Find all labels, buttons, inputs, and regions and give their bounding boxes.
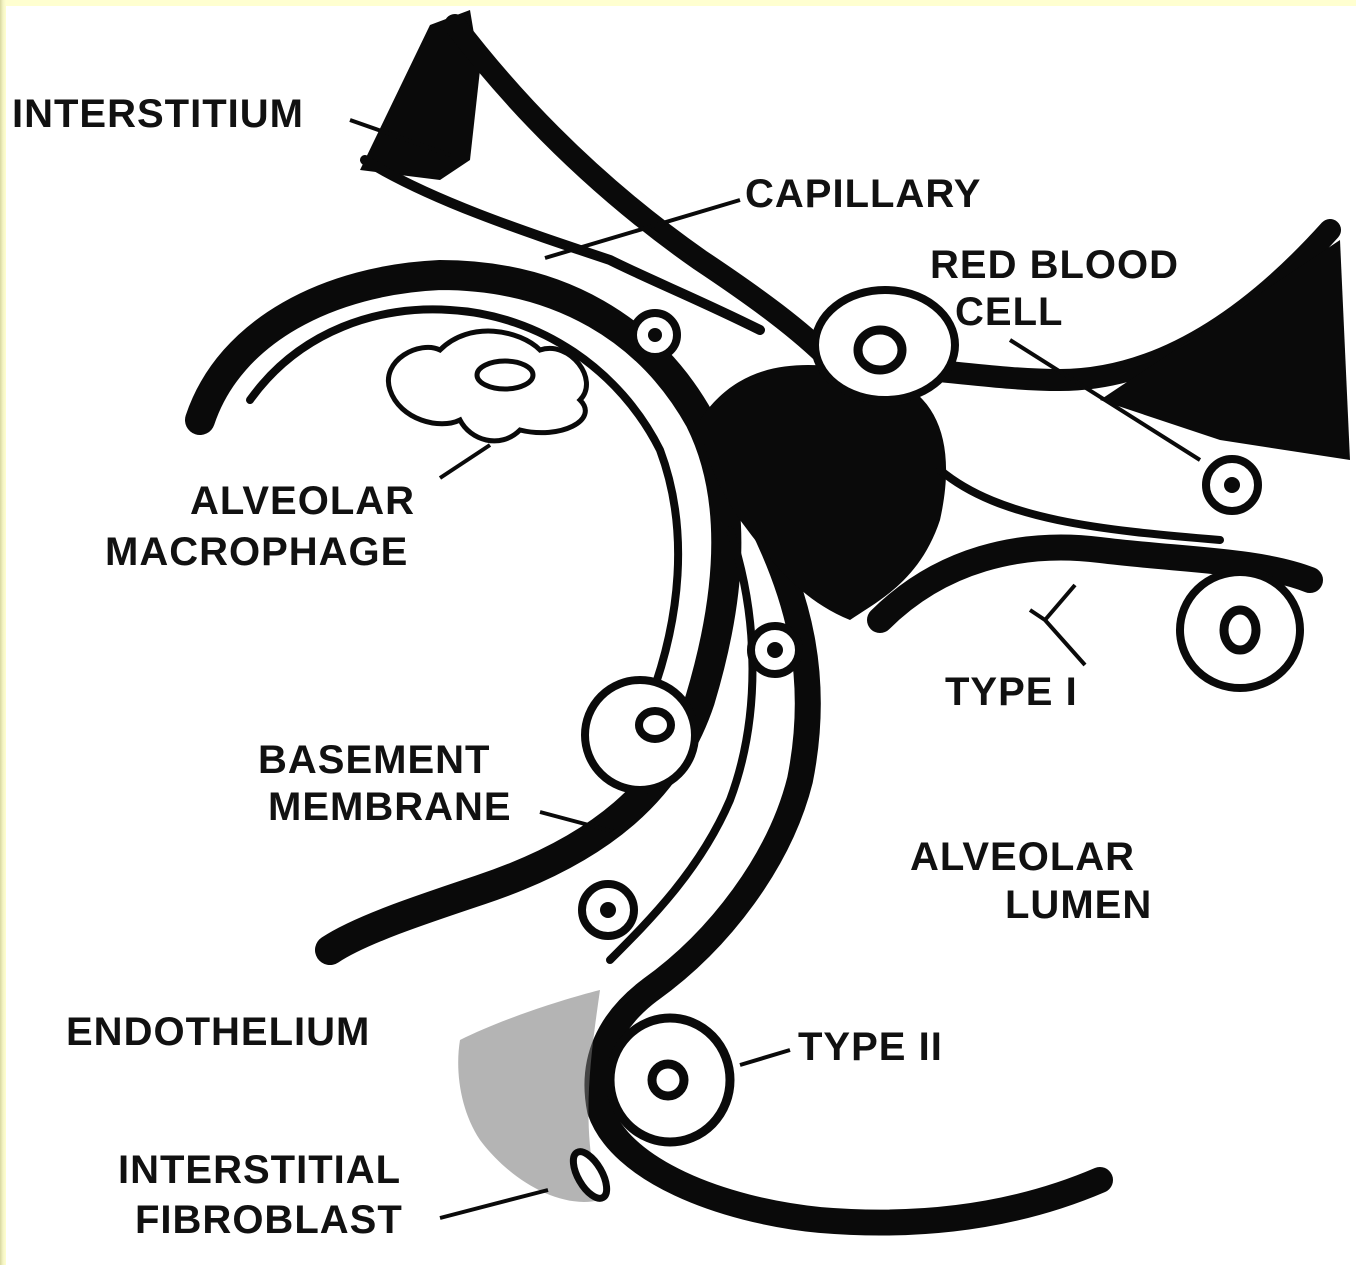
type-ii-cell-nucleus [652, 1064, 684, 1096]
label-basement-membrane-line2: MEMBRANE [268, 785, 512, 829]
label-type-i: TYPE I [945, 670, 1078, 714]
alveolus-diagram: INTERSTITIUM CAPILLARY RED BLOOD CELL AL… [6, 6, 1356, 1265]
label-alveolar-lumen-line2: LUMEN [1005, 883, 1152, 927]
endothelial-nucleus-4-core [1224, 477, 1240, 493]
endothelial-nucleus-3-core [600, 902, 616, 918]
diagram-panel: INTERSTITIUM CAPILLARY RED BLOOD CELL AL… [6, 6, 1356, 1265]
right-branch-inner-wall [940, 470, 1220, 540]
leader-type-i [1030, 610, 1085, 665]
label-basement-membrane-line1: BASEMENT [258, 738, 490, 782]
red-blood-cell-right-nucleus [1224, 610, 1256, 650]
cell-left-mid-nucleus [639, 711, 671, 739]
leader-fibroblast [440, 1190, 548, 1218]
label-type-ii: TYPE II [798, 1025, 943, 1069]
label-interstitial-fibroblast-line1: INTERSTITIAL [118, 1148, 401, 1192]
label-red-blood-cell-line2: CELL [955, 290, 1063, 334]
label-interstitial-fibroblast-line2: FIBROBLAST [135, 1198, 403, 1242]
red-blood-cell-top-nucleus [858, 330, 902, 370]
label-interstitium: INTERSTITIUM [12, 92, 304, 136]
endothelial-nucleus-2-core [767, 642, 783, 658]
leader-macrophage [440, 445, 490, 478]
leader-type-ii [740, 1050, 790, 1065]
alveolar-macrophage-nucleus [477, 361, 533, 389]
label-red-blood-cell-line1: RED BLOOD [930, 243, 1179, 287]
label-endothelium: ENDOTHELIUM [66, 1010, 370, 1054]
label-alveolar-lumen-line1: ALVEOLAR [910, 835, 1135, 879]
leader-type-i-2 [1045, 585, 1075, 620]
label-capillary: CAPILLARY [745, 172, 981, 216]
label-alveolar-macrophage-line2: MACROPHAGE [105, 530, 408, 574]
left-alveolar-wall [200, 275, 726, 950]
label-alveolar-macrophage-line1: ALVEOLAR [190, 479, 415, 523]
endothelial-nucleus-1-core [648, 328, 662, 342]
